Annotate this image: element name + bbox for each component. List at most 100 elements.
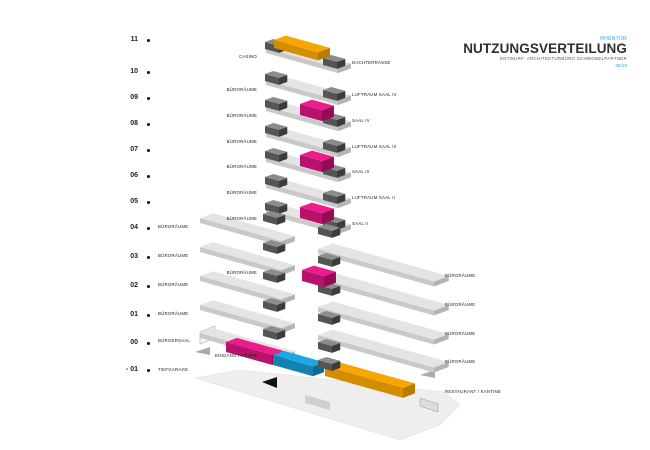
lower-level-2-core-left-top bbox=[263, 268, 286, 276]
lower-level-3-core-left bbox=[263, 239, 286, 254]
tower-level-9-saal-block-top bbox=[300, 99, 334, 111]
lower-level-4-slab-left bbox=[200, 213, 295, 246]
lower-level-2-slab-left bbox=[200, 271, 295, 304]
ground-arrow-right bbox=[420, 370, 435, 378]
lower-level-2-core-left bbox=[263, 268, 286, 283]
label-buero-06: BÜRORÄUME bbox=[226, 164, 257, 169]
lower-level-4-core-left-front bbox=[263, 214, 277, 225]
lower-level-1-slab-right-front bbox=[318, 307, 434, 345]
label-buero-05: BÜRORÄUME bbox=[226, 190, 257, 195]
lower-level-2-saal-block-front bbox=[302, 270, 324, 288]
lower-level-0-core-restaurant-top bbox=[318, 356, 341, 364]
lower-level-0-core-restaurant-side bbox=[332, 360, 341, 371]
lower-level-3-core-left-side bbox=[277, 243, 286, 254]
tower-level-8-core-right-front bbox=[323, 142, 337, 153]
tower-level-7-saal-block-top bbox=[300, 150, 334, 162]
tower-level-11-core-left-front bbox=[265, 42, 279, 53]
tower-level-9-core-left-side bbox=[279, 100, 288, 111]
lower-level-0-core-left bbox=[263, 325, 286, 340]
label-buero-left-04: BÜRORÄUME bbox=[158, 224, 189, 229]
tower-level-8-core-right-side bbox=[337, 142, 346, 153]
lower-level-2-saal-block-top bbox=[302, 265, 336, 277]
foyer-blue-block-top bbox=[273, 350, 325, 367]
tower-level-6-core-left-top bbox=[265, 173, 288, 181]
floor-slabs bbox=[200, 35, 449, 398]
label-saal-3: SAAL III bbox=[352, 169, 370, 174]
lower-level-1-slab-left-front bbox=[200, 305, 282, 333]
tower-level-5-core-left-side bbox=[279, 203, 288, 214]
ground-feature bbox=[419, 397, 439, 413]
tower-level-10-core-left-side bbox=[279, 74, 288, 85]
label-buero-left-03: BÜRORÄUME bbox=[158, 253, 189, 258]
date-label: 06/10 bbox=[615, 63, 628, 68]
lower-level-2-core-right-side bbox=[332, 285, 341, 296]
restaurant-block-side bbox=[403, 383, 415, 398]
lower-level-2-slab-left-side bbox=[282, 294, 295, 304]
level-08: 08 bbox=[110, 120, 150, 130]
lower-level-2-slab-right-top bbox=[318, 272, 449, 311]
level-minus-01: - 01 bbox=[110, 366, 150, 376]
lower-level-3-slab-right-front bbox=[318, 249, 434, 287]
lower-level-3-core-left-top bbox=[263, 239, 286, 247]
tower-level-11-casino-block-front bbox=[274, 40, 318, 61]
lower-level-3-slab-right-side bbox=[434, 276, 449, 287]
label-tiefgarage: TIEFGARAGE bbox=[158, 367, 189, 372]
tower-level-7-saal-block bbox=[300, 150, 334, 173]
lower-level-0-core-left-front bbox=[263, 329, 277, 340]
label-buero-right-00: BÜRORÄUME bbox=[445, 331, 476, 336]
lower-level-0-slab-right-top bbox=[318, 329, 449, 368]
lower-level-0-core-right-side bbox=[332, 342, 341, 353]
lower-level-2-saal-block bbox=[302, 265, 336, 288]
tower-level-7-core-left-top bbox=[265, 147, 288, 155]
label-buero-right-00b: BÜRORÄUME bbox=[445, 359, 476, 364]
lower-level-1-slab-right bbox=[318, 301, 449, 345]
foyer-blue-block bbox=[273, 350, 325, 377]
label-luftraum-4: LUFTRAUM SAAL IV bbox=[352, 92, 397, 97]
label-buero-left-01: BÜRORÄUME bbox=[158, 311, 189, 316]
tower-level-5-saal-block-front bbox=[300, 207, 322, 225]
tower-level-10-core-right-side bbox=[337, 90, 346, 101]
level-05: 05 bbox=[110, 198, 150, 208]
tower-level-10-core-left-front bbox=[265, 74, 279, 85]
tower-level-6-core-right-top bbox=[323, 189, 346, 197]
lower-level-2-saal-block-side bbox=[324, 271, 336, 288]
label-buero-right-02: BÜRORÄUME bbox=[445, 273, 476, 278]
foyer-blue-block-front bbox=[273, 355, 313, 377]
tower-level-10-slab-side bbox=[338, 95, 351, 106]
lower-level-1-core-right bbox=[318, 310, 341, 325]
lower-level-3-core-right-side bbox=[332, 256, 341, 267]
level-07: 07 bbox=[110, 146, 150, 156]
tower-level-8-slab-front bbox=[266, 132, 338, 158]
lower-level-4-slab-left-front bbox=[200, 218, 282, 246]
restaurant-block-top bbox=[325, 361, 415, 388]
lower-level-0-core-right-top bbox=[318, 338, 341, 346]
level-02: 02 bbox=[110, 282, 150, 292]
lower-level-2-slab-right-front bbox=[318, 278, 434, 316]
tower-level-7-slab-front bbox=[266, 157, 338, 183]
lower-level-1-core-left bbox=[263, 297, 286, 312]
lower-level-2-core-right-front bbox=[318, 285, 332, 296]
tower-level-5-saal-block-top bbox=[300, 202, 334, 214]
lower-level-0-core-restaurant-front bbox=[318, 360, 332, 371]
label-buero-mid-02: BÜRORÄUME bbox=[226, 270, 257, 275]
tower-level-8-core-right-top bbox=[323, 138, 346, 146]
lower-level-4-core-right-front bbox=[318, 227, 332, 238]
lower-level-0-core-right-front bbox=[318, 342, 332, 353]
tower-level-11-slab-side bbox=[338, 63, 351, 74]
level-11: 11 bbox=[110, 36, 150, 46]
label-dachterrasse: DACHTERRASSE bbox=[352, 60, 391, 65]
lower-level-4-slab-left-top bbox=[200, 213, 295, 241]
ground-arrow-left bbox=[195, 347, 210, 355]
lower-level-3-slab-left-side bbox=[282, 265, 295, 275]
lower-level-0-core-right bbox=[318, 338, 341, 353]
label-saal-2: SAAL II bbox=[352, 221, 369, 226]
architect-credit: ENTWURF: ARCHITEKTURBÜRO SCHWOBELPARTNER bbox=[500, 56, 627, 61]
lower-level-3-core-right-top bbox=[318, 252, 341, 260]
lower-level-4-core-right bbox=[318, 223, 341, 238]
tower-level-9-slab-side bbox=[338, 121, 351, 132]
lower-level-0-core-left-side bbox=[277, 329, 286, 340]
tower-level-8-core-left-top bbox=[265, 122, 288, 130]
tower-level-9-core-left-top bbox=[265, 96, 288, 104]
label-saal-4: SAAL IV bbox=[352, 118, 370, 123]
